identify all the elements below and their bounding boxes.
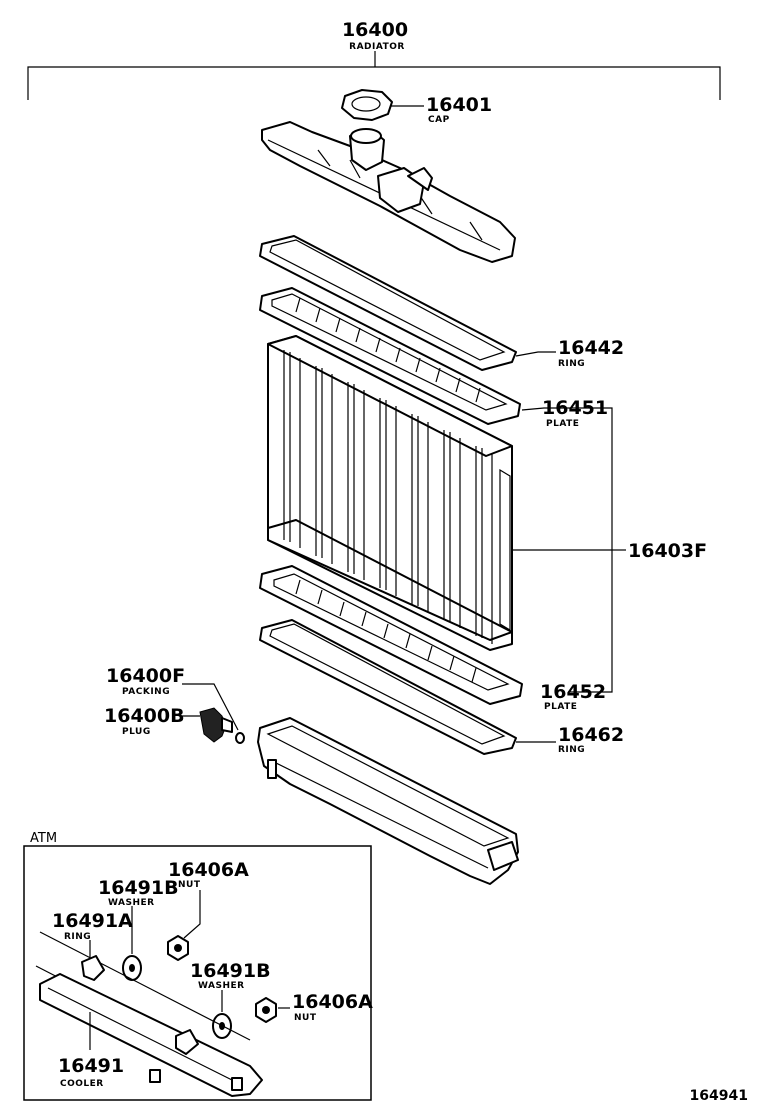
label-washer-1-number: 16491B: [98, 877, 179, 899]
upper-tank-part: [261, 121, 516, 263]
label-cap-number: 16401: [426, 94, 492, 116]
upper-ring-part: [259, 235, 517, 371]
label-packing-name: PACKING: [122, 687, 170, 697]
label-plate-lower-number: 16452: [540, 681, 606, 703]
radiator-core-part: [267, 335, 513, 651]
label-ring-upper-number: 16442: [558, 337, 624, 359]
label-nut-1-name: NUT: [178, 880, 201, 890]
label-washer-1-name: WASHER: [108, 898, 155, 908]
nut-lower-part: [255, 997, 277, 1023]
packing-part: [235, 732, 245, 744]
lower-tank-part: [257, 717, 519, 885]
label-plate-lower-name: PLATE: [544, 702, 577, 712]
label-nut-1-number: 16406A: [168, 859, 249, 881]
label-ring-atm-name: RING: [64, 932, 91, 942]
label-atm-title: ATM: [30, 831, 57, 846]
washer-upper-part: [122, 955, 142, 981]
radiator-bracket: [27, 51, 721, 100]
label-ring-upper-name: RING: [558, 359, 585, 369]
label-nut-2-name: NUT: [294, 1013, 317, 1023]
plug-part: [199, 707, 233, 743]
label-washer-2-number: 16491B: [190, 960, 271, 982]
label-ring-lower-number: 16462: [558, 724, 624, 746]
label-radiator-name: RADIATOR: [349, 42, 405, 52]
label-core-number: 16403F: [628, 540, 707, 562]
label-plug-name: PLUG: [122, 727, 151, 737]
label-cooler-name: COOLER: [60, 1079, 104, 1089]
lower-ring-part: [259, 619, 517, 755]
label-packing-number: 16400F: [106, 665, 185, 687]
label-cap-name: CAP: [428, 115, 450, 125]
label-cooler-number: 16491: [58, 1055, 124, 1077]
label-washer-2-name: WASHER: [198, 981, 245, 991]
upper-plate-part: [259, 287, 521, 425]
label-plate-upper-name: PLATE: [546, 419, 579, 429]
figure-number: 164941: [690, 1088, 748, 1104]
label-ring-lower-name: RING: [558, 745, 585, 755]
label-radiator-number: 16400: [342, 19, 408, 41]
label-plate-upper-number: 16451: [542, 397, 608, 419]
nut-upper-part: [167, 935, 189, 961]
label-nut-2-number: 16406A: [292, 991, 373, 1013]
cooler-part: [35, 931, 263, 1097]
label-plug-number: 16400B: [104, 705, 185, 727]
lower-plate-part: [259, 565, 523, 705]
cap-part: [341, 89, 393, 121]
label-ring-atm-number: 16491A: [52, 910, 133, 932]
atm-detail-box: [23, 845, 372, 1101]
